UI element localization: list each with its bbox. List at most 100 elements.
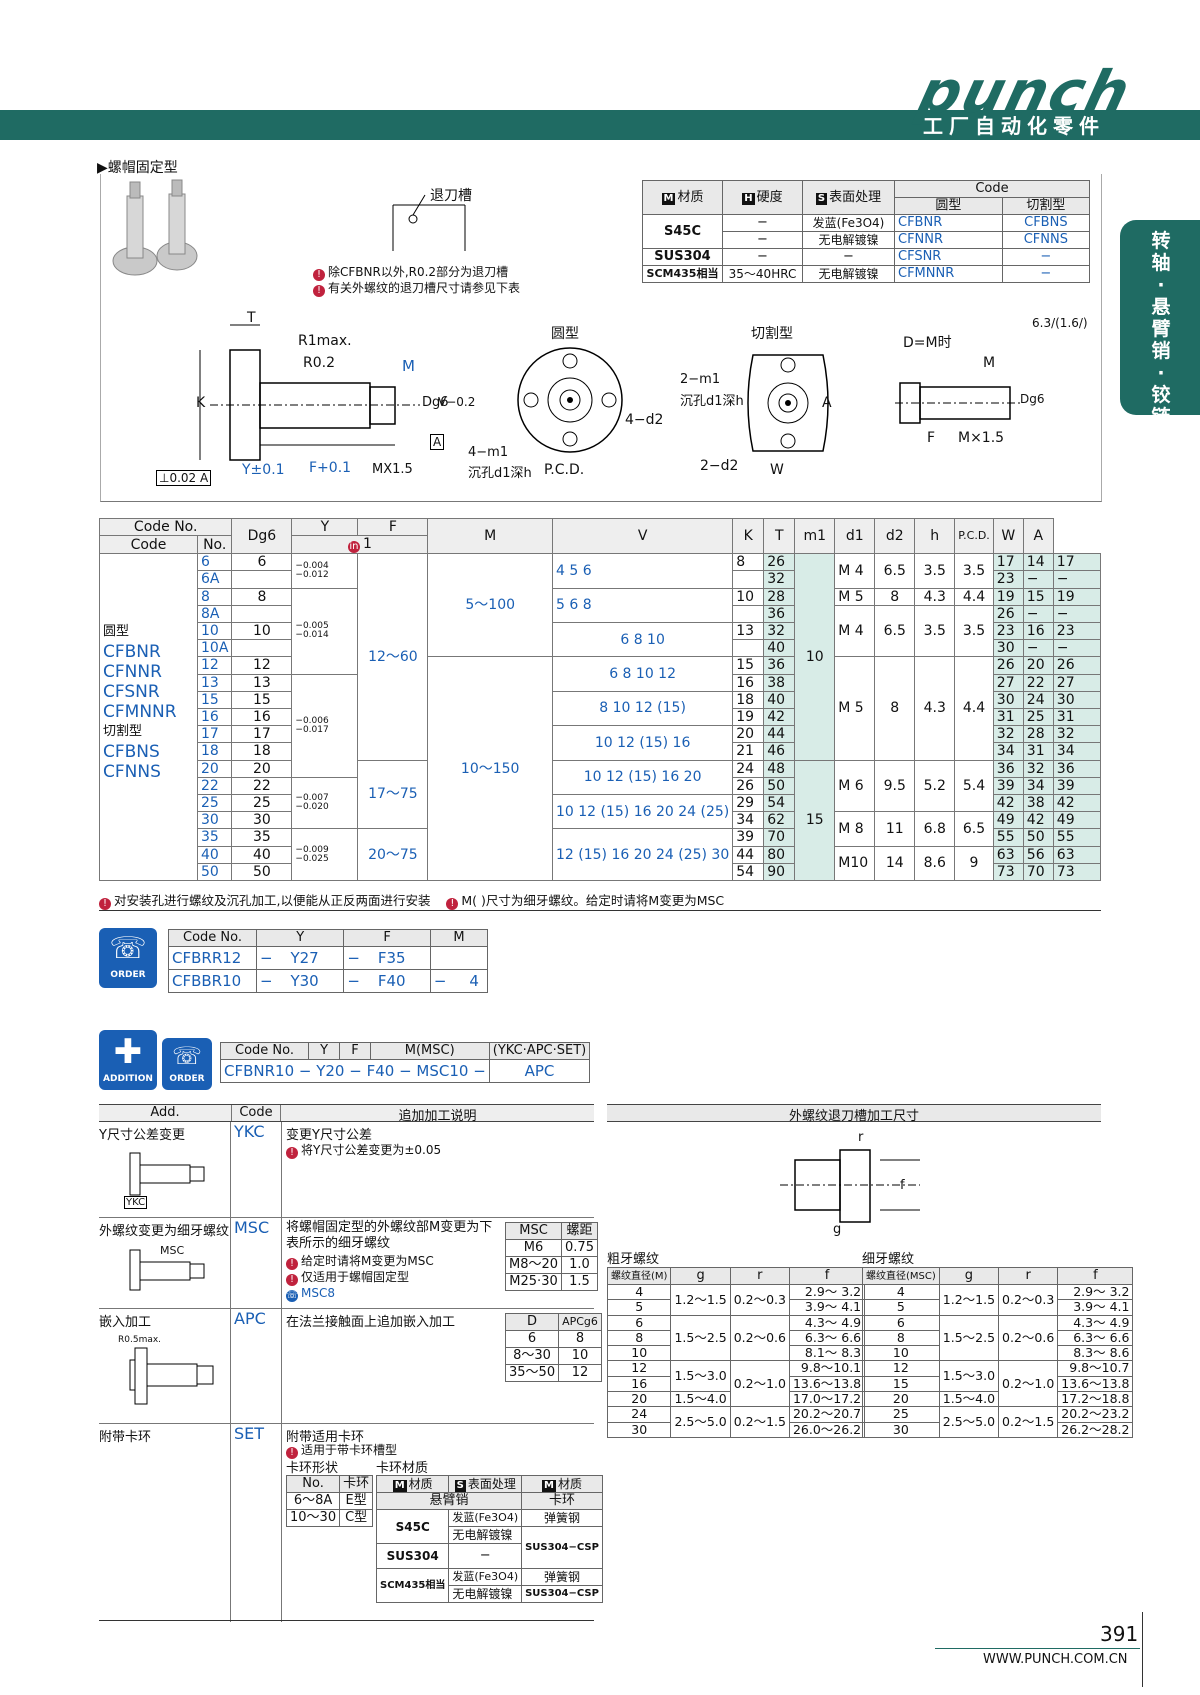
table-cell: 36	[763, 604, 796, 624]
table-cell: 31	[992, 708, 1024, 727]
table-cell: 73	[992, 862, 1024, 882]
table-cell: 20	[231, 759, 293, 778]
table-cell: 6	[231, 553, 293, 572]
label-f: f	[900, 1178, 905, 1193]
code-series-label[interactable]: CFNNS	[103, 762, 161, 783]
header-line	[0, 110, 1200, 112]
table-cell: 32	[763, 622, 796, 641]
code-link[interactable]: CFBNR	[894, 214, 1003, 232]
table-cell: 28	[763, 587, 796, 606]
table-cell: 17	[992, 553, 1024, 572]
add-table-bottom	[99, 1620, 594, 1621]
code-link[interactable]: CFBNS	[1001, 214, 1091, 232]
table-cell: 23	[992, 570, 1024, 589]
add-code-ykc[interactable]: YKC	[234, 1122, 265, 1141]
msc-diagram	[129, 1249, 205, 1291]
footer-divider	[1142, 1612, 1143, 1687]
table-cell: 20	[196, 759, 233, 778]
add-code-apc[interactable]: APC	[234, 1309, 266, 1328]
table-cell: 32	[763, 570, 796, 589]
table-cell: 15	[231, 690, 293, 710]
table-cell: 50	[1022, 828, 1054, 847]
code-series-label[interactable]: CFBNR	[103, 642, 161, 663]
table-cell: 36	[1052, 759, 1102, 778]
table-cell: 42	[1022, 811, 1054, 830]
chapter-side-tab[interactable]: 转轴·悬臂销·铰链销	[1120, 220, 1200, 450]
table-cell: 13	[196, 673, 233, 692]
table-cell: 56	[1022, 845, 1054, 864]
row-divider	[99, 1217, 594, 1218]
add-code-msc[interactable]: MSC	[234, 1218, 270, 1237]
cut-type-label: 切割型	[751, 326, 793, 342]
code-series-label[interactable]: CFBNS	[103, 742, 160, 763]
table-cell: 18	[196, 742, 233, 761]
tolerance-box: ⊥0.02 A	[156, 470, 212, 486]
thread-options: 10 12 (15) 16	[551, 725, 734, 761]
table-cell: 44	[732, 845, 765, 864]
label-4-m1: 4−m1	[468, 445, 509, 460]
table-cell: 24	[1022, 690, 1054, 710]
table-cell: 36	[992, 759, 1024, 778]
table-cell: 50	[196, 862, 233, 882]
table-cell: 36	[763, 656, 796, 675]
side-tab-char: 销	[1151, 428, 1171, 450]
code-link[interactable]: CFNNS	[1001, 231, 1091, 249]
main-table-footnote: !对安装孔进行螺纹及沉孔加工,以便能从正反两面进行安装 !M( )尺寸为细牙螺纹…	[99, 893, 1101, 911]
code-series-label[interactable]: CFMNNR	[103, 702, 177, 723]
code-link[interactable]: CFNNR	[894, 231, 1003, 249]
table-cell: 30	[196, 811, 233, 830]
table-cell: −	[1022, 639, 1054, 658]
table-cell	[231, 604, 293, 624]
table-cell: 44	[763, 725, 796, 744]
add-note-ykc: !将Y尺寸公差变更为±0.05	[286, 1142, 441, 1159]
table-cell: 16	[231, 708, 293, 727]
table-cell: 16	[196, 708, 233, 727]
code-series-label[interactable]: CFSNR	[103, 682, 160, 703]
table-cell: 17	[196, 725, 233, 744]
table-cell: 25	[196, 794, 233, 813]
code-link[interactable]: CFMNNR	[894, 265, 1003, 283]
table-cell: 10	[732, 587, 765, 606]
code-series-label[interactable]: CFNNR	[103, 662, 162, 683]
table-cell: 62	[763, 811, 796, 830]
label-T: T	[247, 310, 256, 326]
code-link[interactable]: CFSNR	[894, 248, 1003, 266]
table-cell: 28	[1022, 725, 1054, 744]
add-note-msc-1: !给定时请将M变更为MSC	[286, 1253, 434, 1270]
groove-label: 退刀槽	[430, 188, 472, 204]
table-cell: 19	[732, 708, 765, 727]
table-cell: 27	[1052, 673, 1102, 692]
table-cell: 55	[992, 828, 1024, 847]
section-title: ▶螺帽固定型	[97, 160, 178, 176]
table-cell: 10	[231, 622, 293, 641]
side-view-drawing	[199, 324, 420, 461]
groove-detail-diagram	[392, 194, 466, 251]
cut-flange-drawing	[747, 354, 829, 452]
side-tab-char: 链	[1151, 406, 1171, 428]
table-cell: 19	[1052, 587, 1102, 606]
table-cell: 32	[992, 725, 1024, 744]
msc8-link[interactable]: ☏MSC8	[286, 1286, 335, 1302]
table-cell: 40	[763, 690, 796, 710]
add-desc-apc: 在法兰接触面上追加嵌入加工	[286, 1315, 456, 1330]
add-code-set[interactable]: SET	[234, 1424, 265, 1443]
table-cell: 42	[1052, 794, 1102, 813]
table-cell: 13	[732, 622, 765, 641]
inch-icon: in	[347, 541, 360, 554]
product-photo	[112, 179, 198, 276]
add-name-msc: 外螺纹变更为细牙螺纹	[99, 1224, 230, 1239]
header-subtitle: 工厂自动化零件	[923, 114, 1105, 138]
table-cell: 18	[231, 742, 293, 761]
footer-url[interactable]: WWW.PUNCH.COM.CN	[983, 1652, 1128, 1667]
